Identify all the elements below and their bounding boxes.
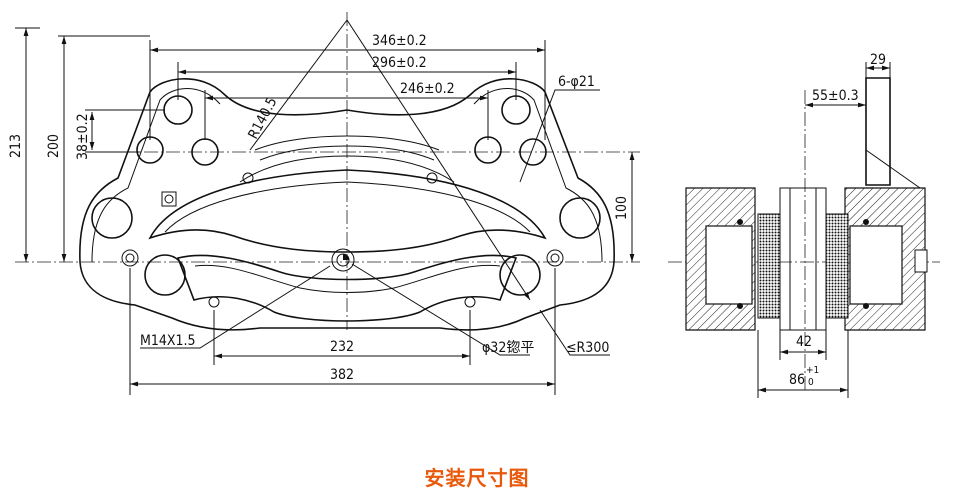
dim-spotface: φ32锪平 xyxy=(482,340,534,356)
dim-holes: 6-φ21 xyxy=(558,74,595,90)
dim-86: 86 xyxy=(789,372,805,388)
dim-r300: ≤R300 xyxy=(566,340,609,356)
dim-232: 232 xyxy=(330,339,354,355)
dim-246: 246±0.2 xyxy=(400,81,455,97)
dim-r1405: R140.5 xyxy=(245,95,280,142)
installation-drawing: 346±0.2 296±0.2 246±0.2 6-φ21 R140.5 213… xyxy=(8,12,940,398)
dim-86-tol-upper: +1 xyxy=(806,365,819,376)
dim-213: 213 xyxy=(8,134,24,158)
front-view: 346±0.2 296±0.2 246±0.2 6-φ21 R140.5 213… xyxy=(8,12,640,395)
dim-29: 29 xyxy=(870,52,886,68)
dim-55: 55±0.3 xyxy=(812,88,859,104)
side-view: 29 55±0.3 42 86 +1 0 xyxy=(668,52,940,398)
dim-296: 296±0.2 xyxy=(372,55,427,71)
dim-100: 100 xyxy=(614,196,630,220)
drawing-caption: 安装尺寸图 xyxy=(424,466,530,490)
dim-200: 200 xyxy=(46,134,62,158)
dim-382: 382 xyxy=(330,367,354,383)
dim-346: 346±0.2 xyxy=(372,33,427,49)
dim-86-tol-lower: 0 xyxy=(808,377,814,388)
dim-42: 42 xyxy=(796,334,812,350)
mounting-holes xyxy=(136,95,547,166)
dim-thread: M14X1.5 xyxy=(140,333,196,349)
dim-38: 38±0.2 xyxy=(75,113,91,160)
